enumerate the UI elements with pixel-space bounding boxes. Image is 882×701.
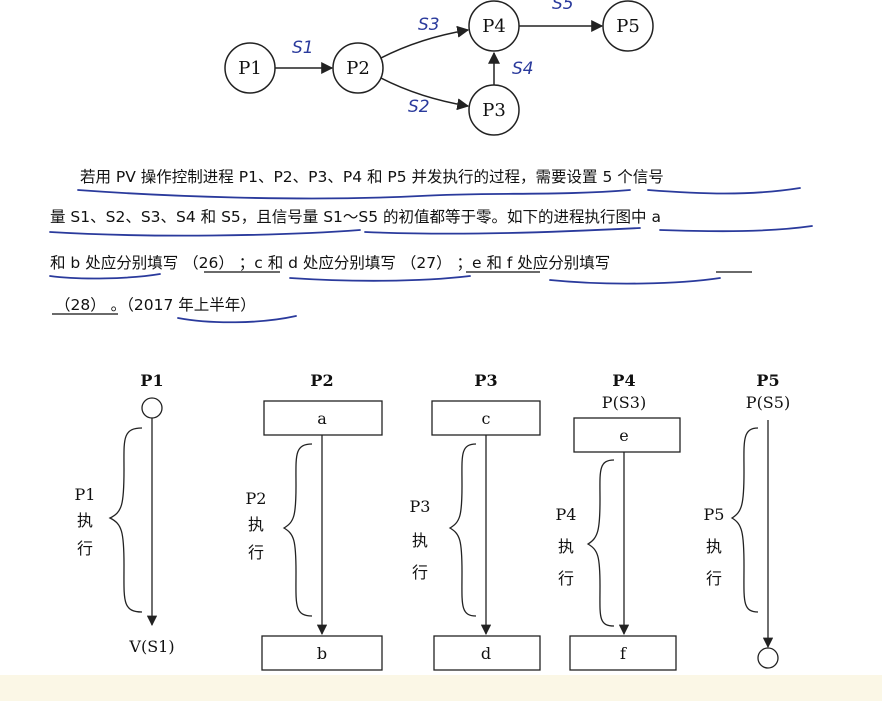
node-p5: P5 — [602, 0, 654, 52]
exec-p1: P1 P1 执 行 V(S1) — [75, 371, 175, 656]
question-line-1: 若用 PV 操作控制进程 P1、P2、P3、P4 和 P5 并发执行的过程，需要… — [80, 168, 664, 186]
node-p1: P1 — [224, 42, 276, 94]
exec-p5-brace-2: 执 — [706, 537, 722, 556]
exec-p4-brace-3: 行 — [558, 569, 574, 588]
question-line-4: （28） 。（2017 年上半年） — [55, 296, 256, 314]
exec-p1-bottom: V(S1) — [128, 637, 174, 656]
node-p2: P2 — [332, 42, 384, 94]
handwritten-underlines — [49, 187, 813, 324]
exec-p4-title: P4 — [612, 371, 635, 390]
exec-p5-brace-1: P5 — [704, 505, 725, 524]
exec-p5-title: P5 — [756, 371, 779, 390]
exec-p1-brace-3: 行 — [77, 539, 93, 558]
exec-p3: P3 c P3 执 行 d — [410, 371, 541, 671]
exec-p4-top-box: e — [619, 426, 628, 445]
exec-p2-brace-3: 行 — [248, 543, 264, 562]
exec-p3-brace-3: 行 — [412, 563, 428, 582]
exec-p2: P2 a P2 执 行 b — [246, 371, 383, 671]
node-p1-label: P1 — [238, 58, 262, 79]
edge-p2-p4 — [380, 25, 470, 59]
exec-p4-brace-1: P4 — [556, 505, 577, 524]
edge-label-s3: S3 — [418, 15, 440, 35]
exec-p4-bottom-box: f — [620, 644, 627, 663]
node-p5-label: P5 — [616, 16, 640, 37]
node-p3: P3 — [468, 84, 520, 136]
node-p4-label: P4 — [482, 16, 506, 37]
exec-p3-brace-2: 执 — [412, 531, 428, 550]
exec-p2-top-box: a — [317, 409, 327, 428]
exec-p1-brace-2: 执 — [77, 511, 93, 530]
bottom-highlight-strip — [0, 675, 882, 701]
edge-p2-p3 — [380, 77, 470, 111]
node-p2-label: P2 — [346, 58, 370, 79]
precedence-graph: P1 P2 P3 P4 P5 S1 S3 S2 S4 S5 — [224, 0, 654, 136]
edge-label-s4: S4 — [512, 59, 534, 79]
edge-label-s1: S1 — [292, 38, 314, 58]
exec-p4: P4 P(S3) e P4 执 行 f — [556, 371, 681, 671]
exec-p4-brace-2: 执 — [558, 537, 574, 556]
node-p3-label: P3 — [482, 100, 506, 121]
exec-p1-title: P1 — [140, 371, 163, 390]
exec-p3-top-box: c — [482, 409, 491, 428]
edge-label-s2: S2 — [408, 97, 430, 117]
exec-p5-brace-3: 行 — [706, 569, 722, 588]
answer-blanks — [52, 271, 752, 315]
edge-label-s5: S5 — [552, 0, 574, 14]
exec-p2-title: P2 — [310, 371, 333, 390]
node-p4: P4 — [468, 0, 520, 52]
question-text: 若用 PV 操作控制进程 P1、P2、P3、P4 和 P5 并发执行的过程，需要… — [50, 168, 664, 314]
exec-p5-pre: P(S5) — [746, 393, 790, 412]
question-line-2: 量 S1、S2、S3、S4 和 S5，且信号量 S1～S5 的初值都等于零。如下… — [50, 208, 661, 226]
question-line-3: 和 b 处应分别填写 （26） ；c 和 d 处应分别填写 （27） ；e 和 … — [50, 253, 610, 272]
exec-p1-brace-1: P1 — [75, 485, 96, 504]
exec-p5: P5 P(S5) P5 执 行 — [704, 371, 790, 669]
exec-p2-brace-2: 执 — [248, 515, 264, 534]
exec-diagram: P1 P1 执 行 V(S1) P2 a P2 执 行 b P3 c — [75, 371, 790, 671]
exec-p3-brace-1: P3 — [410, 497, 431, 516]
exec-p4-pre: P(S3) — [602, 393, 646, 412]
exec-p3-title: P3 — [474, 371, 497, 390]
exec-p3-bottom-box: d — [481, 644, 491, 663]
exec-p2-brace-1: P2 — [246, 489, 267, 508]
exec-p2-bottom-box: b — [317, 644, 327, 663]
